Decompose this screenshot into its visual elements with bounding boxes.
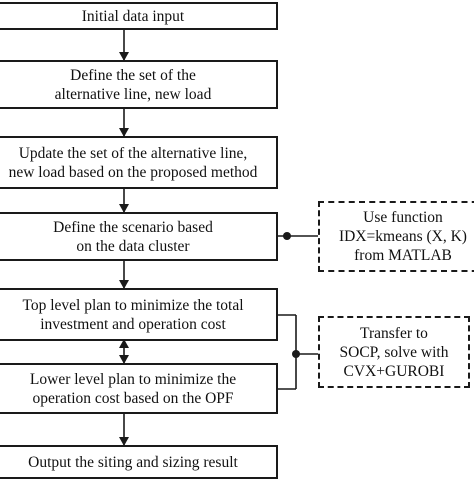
step-6-line-2: operation cost based on the OPF <box>32 389 234 407</box>
step-1-line-1: Initial data input <box>81 7 185 25</box>
step-top-level-plan: Top level plan to minimize the total inv… <box>0 288 278 341</box>
step-4-line-2: on the data cluster <box>76 237 190 255</box>
note-1-line-2: IDX=kmeans (X, K) <box>339 228 467 245</box>
step-2-line-2: alternative line, new load <box>54 85 212 103</box>
note-2-line-3: CVX+GUROBI <box>343 362 445 380</box>
step-define-scenario: Define the scenario based on the data cl… <box>0 212 278 261</box>
note-2-line-1: Transfer to <box>360 324 428 342</box>
step-7-line-1: Output the siting and sizing result <box>28 453 238 471</box>
note-socp-solver: Transfer to SOCP, solve with CVX+GUROBI <box>318 316 470 388</box>
note-1-line-3: from MATLAB <box>354 247 452 264</box>
note-2-line-2: SOCP, solve with <box>339 343 449 361</box>
step-5-line-2: investment and operation cost <box>40 315 226 333</box>
step-3-line-1: Update the set of the alternative line, <box>18 144 248 162</box>
note-1-line-1: Use function <box>363 209 443 226</box>
step-lower-level-plan: Lower level plan to minimize the operati… <box>0 363 278 414</box>
step-4-line-1: Define the scenario based <box>53 218 213 236</box>
note2-connector-dot <box>292 350 300 358</box>
step-2-line-1: Define the set of the <box>70 66 196 84</box>
note-kmeans-function: Use function IDX=kmeans (X, K) from MATL… <box>318 201 474 272</box>
note1-connector-dot <box>283 232 291 240</box>
step-define-alternative-set: Define the set of the alternative line, … <box>0 60 278 109</box>
step-update-alternative-set: Update the set of the alternative line, … <box>0 136 278 189</box>
step-6-line-1: Lower level plan to minimize the <box>29 370 237 388</box>
step-3-line-2: new load based on the proposed method <box>8 163 258 181</box>
step-initial-data-input: Initial data input <box>0 2 278 30</box>
step-5-line-1: Top level plan to minimize the total <box>22 296 244 314</box>
